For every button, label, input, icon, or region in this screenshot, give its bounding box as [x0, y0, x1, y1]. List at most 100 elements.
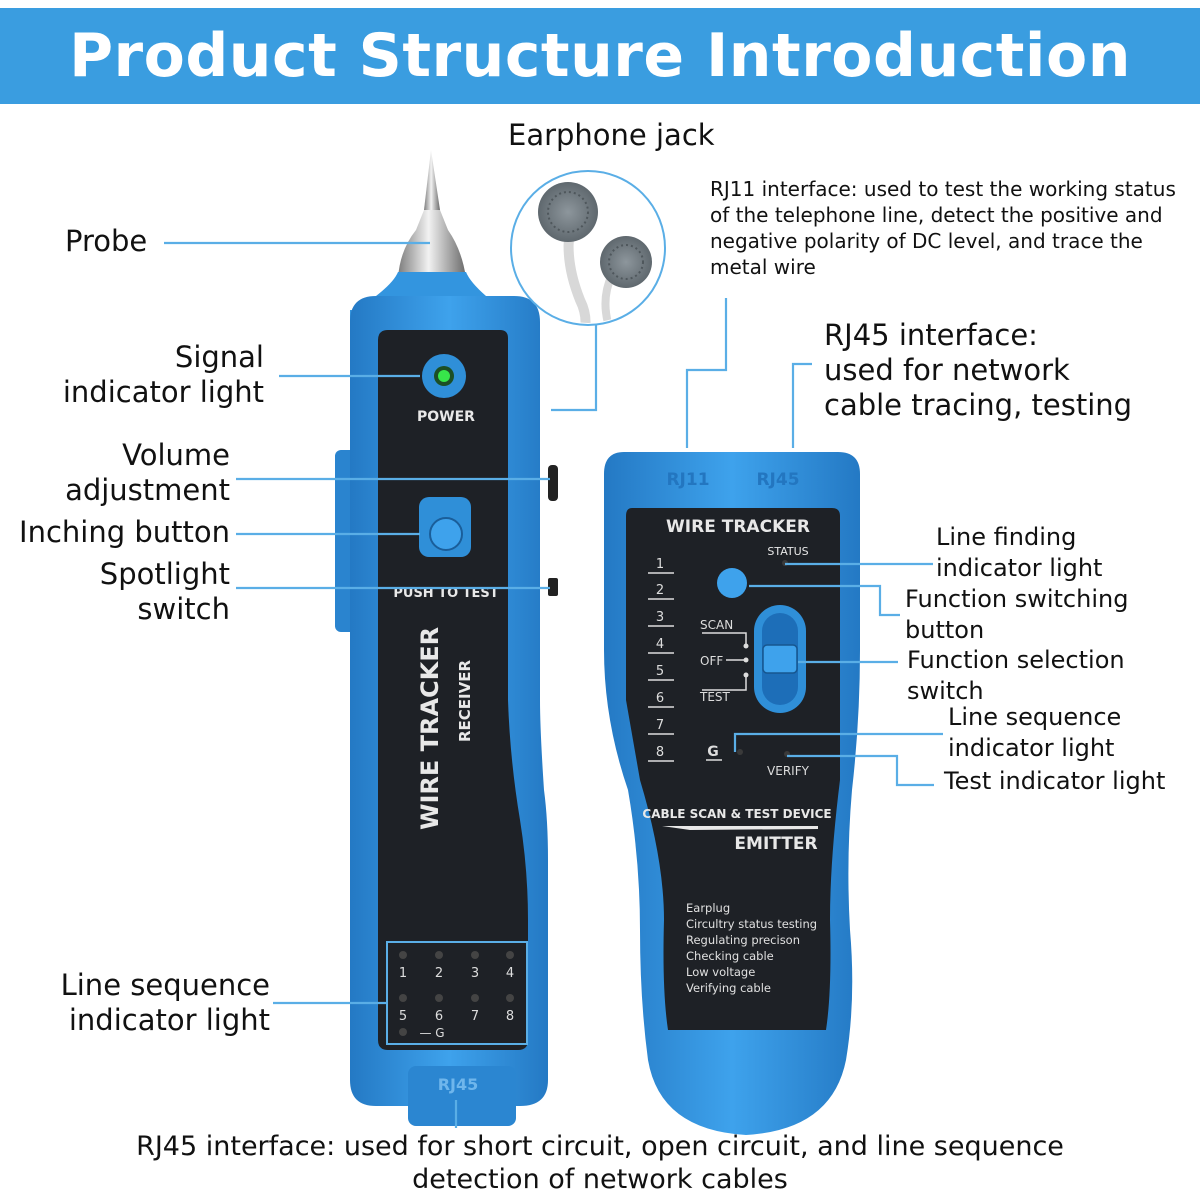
rled-8: 8	[506, 1009, 514, 1024]
label-rj11: RJ11 interface: used to test the working…	[710, 177, 1176, 279]
label-line-seq-right: Line sequence indicator light	[948, 702, 1196, 764]
emitter-rj45-text: RJ45	[756, 470, 799, 490]
label-line-seq-left: Line sequence indicator light	[20, 968, 270, 1038]
leader-rj45-top	[791, 362, 812, 448]
receiver-type-text: RECEIVER	[456, 660, 474, 742]
probe-cone	[398, 210, 466, 278]
off-text: OFF	[700, 654, 723, 668]
receiver-brand-text: WIRE TRACKER	[416, 627, 444, 830]
feature-item: Verifying cable	[686, 981, 771, 995]
label-earphone-jack: Earphone jack	[508, 118, 715, 152]
label-signal-line1: Signal	[174, 340, 264, 374]
receiver-panel	[378, 330, 528, 1050]
verify-text: VERIFY	[767, 764, 810, 778]
label-rj45-top: RJ45 interface: used for network cable t…	[824, 318, 1194, 423]
label-function-switch: Function selection switch	[907, 645, 1197, 707]
label-function-button-line2: button	[905, 616, 985, 644]
enum-8: 8	[656, 745, 664, 760]
label-test-light: Test indicator light	[944, 767, 1166, 795]
spotlight-toggle	[548, 578, 558, 596]
leader-earphone	[551, 324, 598, 412]
feature-item: Checking cable	[686, 949, 774, 963]
enum-6: 6	[656, 691, 664, 706]
label-rj45-bottom-line2: detection of network cables	[412, 1164, 788, 1195]
function-switching-button[interactable]	[717, 568, 747, 598]
feature-list: Earplug Circultry status testing Regulat…	[686, 901, 817, 995]
inching-button[interactable]	[429, 517, 463, 551]
label-rj45-bottom-line1: RJ45 interface: used for short circuit, …	[136, 1131, 1064, 1162]
rled-3: 3	[471, 966, 479, 981]
emitter-type-text: EMITTER	[734, 834, 817, 854]
label-line-finding-line1: Line finding	[936, 523, 1077, 551]
receiver-led-grid: 1 2 3 4 5 6 7 8 — G	[399, 951, 514, 1040]
label-inching: Inching button	[19, 515, 230, 549]
label-rj45-top-line3: cable tracing, testing	[824, 388, 1133, 422]
rled-2: 2	[435, 966, 443, 981]
emitter-brand-text: WIRE TRACKER	[666, 517, 810, 537]
feature-item: Low voltage	[686, 965, 755, 979]
rled-ground: — G	[419, 1026, 444, 1040]
function-selection-slider[interactable]	[762, 644, 798, 674]
status-text: STATUS	[767, 545, 808, 558]
label-probe: Probe	[65, 224, 148, 258]
label-line-seq-left-line1: Line sequence	[60, 968, 270, 1002]
page-title: Product Structure Introduction	[69, 21, 1131, 91]
enum-1: 1	[656, 557, 664, 572]
label-rj45-top-line1: RJ45 interface:	[824, 318, 1038, 352]
rled-7: 7	[471, 1009, 479, 1024]
label-function-button: Function switching button	[905, 584, 1195, 646]
power-led-glow	[438, 370, 450, 382]
earphone-inset	[510, 170, 666, 326]
label-function-switch-line2: switch	[907, 677, 984, 705]
label-line-finding: Line finding indicator light	[936, 522, 1196, 584]
rled-6: 6	[435, 1009, 443, 1024]
switch-markings	[702, 632, 747, 691]
leader-line-seq-right	[733, 732, 943, 752]
label-function-switch-line1: Function selection	[907, 646, 1125, 674]
label-rj45-bottom: RJ45 interface: used for short circuit, …	[0, 1130, 1200, 1196]
emitter-rj11-text: RJ11	[666, 470, 709, 490]
label-function-button-line1: Function switching	[905, 585, 1129, 613]
receiver-device: POWER PUSH TO TEST WIRE TRACKER RECEIVER…	[335, 150, 558, 1126]
label-spotlight: Spotlight switch	[20, 557, 230, 627]
leader-function-button	[749, 584, 900, 617]
enum-2: 2	[656, 583, 664, 598]
rled-4: 4	[506, 966, 514, 981]
probe-tip	[424, 150, 440, 210]
g-led	[737, 749, 743, 755]
g-text: G	[707, 744, 719, 760]
receiver-rj45-port	[408, 1066, 516, 1126]
power-text: POWER	[417, 409, 475, 425]
label-volume-line2: adjustment	[65, 473, 230, 507]
label-line-finding-line2: indicator light	[936, 554, 1103, 582]
leader-rj11	[685, 298, 728, 448]
volume-wheel	[548, 465, 558, 501]
enum-3: 3	[656, 610, 664, 625]
label-line-seq-right-line2: indicator light	[948, 734, 1115, 762]
label-spotlight-line2: switch	[137, 592, 230, 626]
enum-5: 5	[656, 664, 664, 679]
emitter-numbers: 1 2 3 4 5 6 7 8	[648, 557, 674, 762]
feature-item: Circultry status testing	[686, 917, 817, 931]
rled-5: 5	[399, 1009, 407, 1024]
feature-item: Regulating precison	[686, 933, 800, 947]
emitter-device: RJ11 RJ45 WIRE TRACKER STATUS 1 2 3 4 5 …	[604, 452, 860, 1135]
title-banner: Product Structure Introduction	[0, 8, 1200, 104]
label-line-seq-left-line2: indicator light	[68, 1003, 270, 1037]
test-text: TEST	[699, 690, 731, 704]
scan-text: SCAN	[700, 618, 733, 632]
leader-test-light	[787, 754, 934, 787]
led-grid-highlight	[386, 941, 528, 1045]
push-to-test-text: PUSH TO TEST	[393, 586, 498, 601]
label-rj45-top-line2: used for network	[824, 353, 1070, 387]
rled-1: 1	[399, 966, 407, 981]
enum-7: 7	[656, 718, 664, 733]
label-spotlight-line1: Spotlight	[99, 557, 230, 591]
label-volume: Volume adjustment	[20, 438, 230, 508]
label-line-seq-right-line1: Line sequence	[948, 703, 1122, 731]
enum-4: 4	[656, 637, 664, 652]
leader-lines	[164, 241, 943, 1128]
feature-item: Earplug	[686, 901, 730, 915]
label-signal-light: Signal indicator light	[20, 340, 264, 410]
